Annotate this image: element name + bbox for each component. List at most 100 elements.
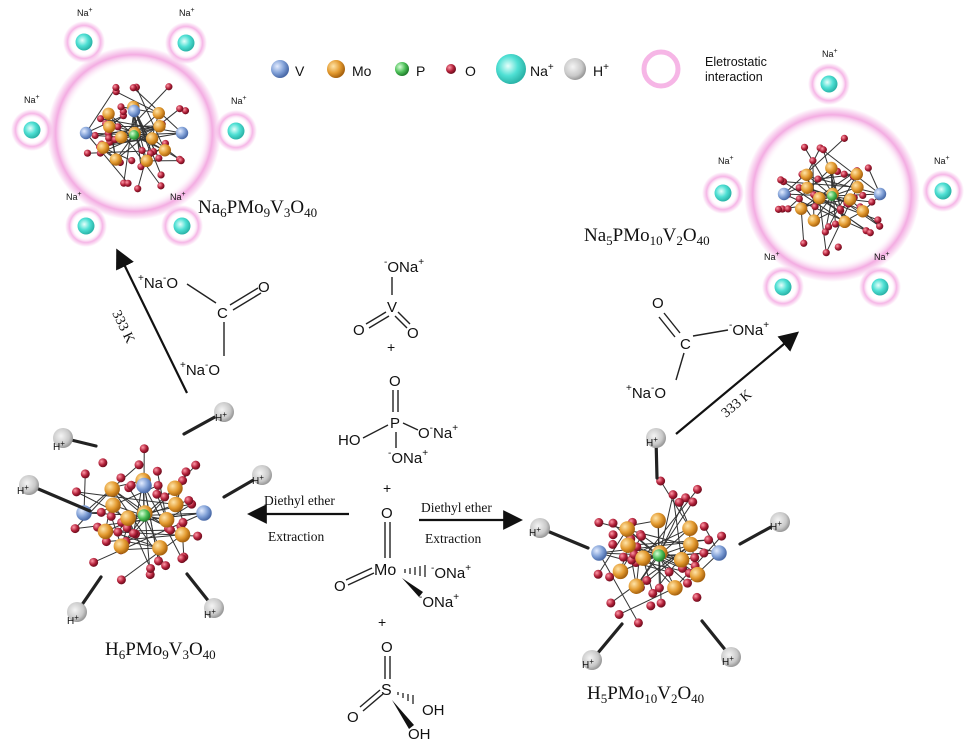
oxygen-atom: [594, 518, 604, 528]
proton: [530, 518, 550, 538]
vanadium-atom: [591, 545, 607, 561]
sulfuric-dbl-left-a: [359, 689, 381, 708]
sodium-carbonate-left: +Na-O C O +Na-O: [138, 273, 270, 379]
sodium-ion: [77, 217, 95, 235]
oxygen-atom: [128, 156, 136, 165]
oxygen-atom: [704, 535, 714, 545]
phosphate-ho: HO: [338, 432, 361, 449]
oxygen-atom: [646, 601, 656, 611]
oxygen-atom: [819, 146, 827, 154]
molybdenum-atom: [158, 512, 175, 528]
oxygen-atom: [114, 123, 122, 131]
oxygen-atom: [795, 184, 803, 192]
na6-cluster: Na+Na+Na+Na+Na+Na+: [11, 7, 257, 247]
legend-p-label: P: [416, 63, 425, 79]
oxygen-atom: [157, 182, 165, 190]
oxygen-atom: [674, 497, 684, 507]
proton-label: H+: [252, 473, 264, 487]
oxygen-atom: [876, 222, 884, 230]
legend-electrostatic-swatch: [641, 49, 681, 89]
oxygen-atom: [97, 115, 105, 123]
vanadium-atom: [873, 187, 887, 201]
carbonate-right-na2: +Na-O: [626, 383, 666, 402]
carbonate-right-bond-2: [675, 352, 685, 381]
proton: [582, 650, 602, 670]
sodium-molybdate: O Mo O -ONa+ -ONa+: [334, 505, 471, 611]
carbonate-right-o-dbl: O: [652, 295, 664, 312]
oxygen-atom: [134, 185, 142, 193]
molybdenum-atom: [682, 520, 698, 537]
molybdenum-atom: [620, 537, 636, 553]
vanadate-o-right: O: [407, 325, 419, 342]
oxygen-atom: [184, 495, 194, 505]
framework-bond: [818, 198, 827, 253]
oxygen-atom: [89, 557, 99, 567]
legend-h-label: H+: [593, 62, 609, 79]
molybdenum-atom: [168, 496, 184, 513]
extraction-right-label: Extraction: [425, 531, 481, 546]
framework-bond: [120, 86, 170, 138]
oxygen-atom: [178, 517, 188, 527]
legend-v-swatch: [271, 60, 289, 78]
oxygen-atom: [699, 548, 709, 558]
proton: [214, 402, 234, 422]
molybdenum-atom: [109, 153, 123, 166]
oxygen-atom: [153, 480, 163, 490]
extraction-left-label: Extraction: [268, 529, 324, 544]
molybdenum-atom: [103, 120, 116, 133]
molybdenum-atom: [104, 481, 120, 497]
carbonate-right-o1: -ONa+: [729, 320, 769, 339]
proton-label: H+: [646, 435, 658, 449]
molybdenum-atom: [97, 523, 114, 540]
molybdenum-atom: [856, 205, 870, 218]
proton: [53, 428, 73, 448]
molybdenum-atom: [145, 132, 159, 145]
oxygen-atom: [822, 249, 830, 257]
molybdate-o-top: O: [381, 505, 393, 522]
framework-bond: [818, 197, 871, 234]
proton: [252, 465, 272, 485]
legend-electrostatic-label-1: Eletrostatic: [705, 55, 767, 69]
vanadium-atom: [175, 126, 189, 140]
molybdenum-atom: [167, 480, 183, 497]
molybdenum-atom: [843, 193, 857, 206]
sulfuric-oh-2: OH: [408, 726, 431, 743]
temp-label-left: 333 K: [108, 308, 137, 346]
sodium-ion-label: Na+: [718, 155, 734, 166]
molybdenum-atom: [152, 540, 168, 556]
plus-2: +: [383, 480, 391, 496]
oxygen-atom: [840, 170, 848, 178]
proton-label: H+: [722, 654, 734, 668]
carbonate-left-o-dbl: O: [258, 279, 270, 296]
framework-bond: [660, 480, 691, 529]
arrow-to-na5: [675, 331, 800, 435]
phosphorus-atom: [129, 130, 139, 140]
carbonate-right-c: C: [680, 336, 691, 353]
oxygen-atom: [124, 179, 132, 187]
oxygen-atom: [608, 539, 618, 549]
molybdate-o-left: O: [334, 578, 346, 595]
proton: [19, 475, 39, 495]
oxygen-atom: [193, 531, 203, 541]
extraction-right-solvent: Diethyl ether: [421, 500, 492, 515]
sodium-ion: [23, 121, 41, 139]
sodium-ion-label: Na+: [170, 191, 186, 202]
plus-3: +: [378, 614, 386, 630]
proton-label: H+: [582, 657, 594, 671]
framework-bond: [804, 147, 834, 195]
oxygen-atom: [593, 569, 603, 579]
oxygen-atom: [146, 563, 156, 573]
sulfuric-hashed-bond: [397, 692, 414, 704]
arrow-to-na6: [116, 248, 188, 394]
oxygen-atom: [98, 458, 108, 468]
oxygen-atom: [656, 598, 666, 608]
framework-bond: [812, 160, 815, 221]
oxygen-atom: [91, 131, 99, 140]
sodium-ion: [177, 34, 195, 52]
vanadate-dbl-left-b: [368, 315, 390, 329]
oxygen-atom: [70, 524, 80, 534]
molybdenum-atom: [825, 161, 838, 175]
carbonate-left-na1: +Na-O: [138, 273, 178, 292]
molybdenum-atom: [158, 144, 172, 157]
oxygen-atom: [834, 243, 842, 251]
